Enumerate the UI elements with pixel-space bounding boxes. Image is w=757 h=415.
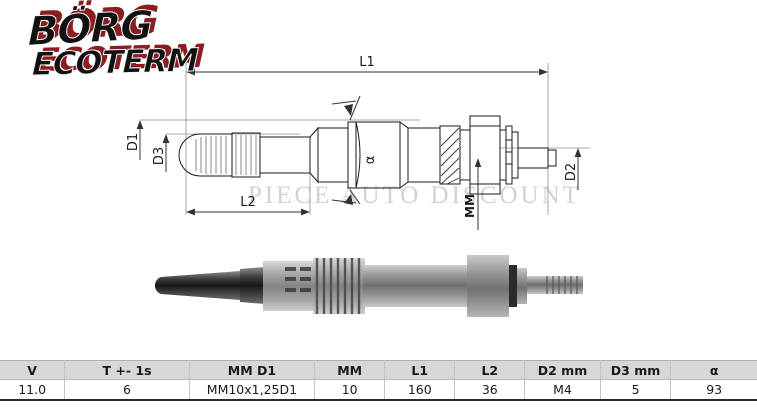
specification-table: V T +- 1s MM D1 MM L1 L2 D2 mm D3 mm α 1… (0, 360, 757, 401)
table-header-cell-l2: L2 (454, 360, 526, 380)
table-header-cell-l1: L1 (384, 360, 456, 380)
dimension-D2: D2 (564, 148, 582, 190)
thread-MM-callout: MM (463, 158, 482, 230)
dimension-L1: L1 (186, 55, 548, 76)
dimension-D3: D3 (152, 134, 170, 172)
dimension-L2: L2 (186, 195, 310, 216)
glow-plug-technical-drawing: L1 L2 D1 D3 D2 (126, 55, 590, 230)
table-cell-d2-mm: M4 (524, 379, 601, 401)
dimension-label-L1: L1 (359, 55, 375, 70)
table-header-cell-d2-mm: D2 mm (524, 360, 601, 380)
photo-body (363, 265, 469, 307)
dimension-label-L2: L2 (240, 195, 256, 210)
hex-nut (469, 115, 501, 195)
dimension-label-MM: MM (463, 194, 477, 218)
photo-washer (509, 265, 517, 307)
table-body: 11.0 6 MM10x1,25D1 10 160 36 M4 5 93 (0, 379, 757, 401)
table-header-cell-mm-d1: MM D1 (188, 360, 316, 380)
heater-element-hatch (195, 136, 227, 174)
borg-ecoterm-logo: BÖRG BÖRG ECOTERM ECOTERM (22, 0, 204, 84)
projection-lines (140, 63, 590, 215)
table-cell-v: 11.0 (0, 379, 66, 401)
table-header-cell-t: T +- 1s (64, 360, 190, 380)
watermark-text: PIECE AUTO DISCOUNT (248, 182, 581, 209)
table-cell-t: 6 (64, 379, 190, 401)
photo-heater-tip (154, 271, 240, 300)
table-cell-l1: 160 (384, 379, 456, 401)
photo-hex-nut (467, 255, 509, 317)
logo-ecoterm-text: ECOTERM (31, 40, 199, 84)
thread-hatch (440, 127, 460, 185)
glow-plug-outline (178, 115, 557, 195)
table-cell-alpha: 93 (670, 379, 757, 401)
dimension-label-D3: D3 (152, 147, 167, 165)
table-cell-mm: 10 (314, 379, 386, 401)
table-row: 11.0 6 MM10x1,25D1 10 160 36 M4 5 93 (0, 379, 757, 401)
photo-terminal-stud (527, 276, 583, 294)
dimension-label-alpha: α (363, 156, 378, 165)
table-header-cell-alpha: α (670, 360, 757, 380)
dimension-label-D1: D1 (126, 133, 141, 151)
table-cell-l2: 36 (454, 379, 526, 401)
terminal-stud (517, 147, 549, 169)
dimension-label-D2: D2 (564, 163, 579, 181)
glow-plug-photograph (154, 255, 583, 317)
table-cell-mm-d1: MM10x1,25D1 (188, 379, 316, 401)
table-header-row: V T +- 1s MM D1 MM L1 L2 D2 mm D3 mm α (0, 360, 757, 380)
tip-band-hatch (235, 135, 257, 175)
table-header-cell-mm: MM (314, 360, 386, 380)
dimension-D1: D1 (126, 120, 144, 160)
table-header: V T +- 1s MM D1 MM L1 L2 D2 mm D3 mm α (0, 360, 757, 380)
table-cell-d3-mm: 5 (599, 379, 672, 401)
photo-marking-text (285, 267, 311, 292)
angle-alpha-callout: α (331, 95, 378, 205)
table-header-cell-d3-mm: D3 mm (599, 360, 672, 380)
table-header-cell-v: V (0, 360, 66, 380)
